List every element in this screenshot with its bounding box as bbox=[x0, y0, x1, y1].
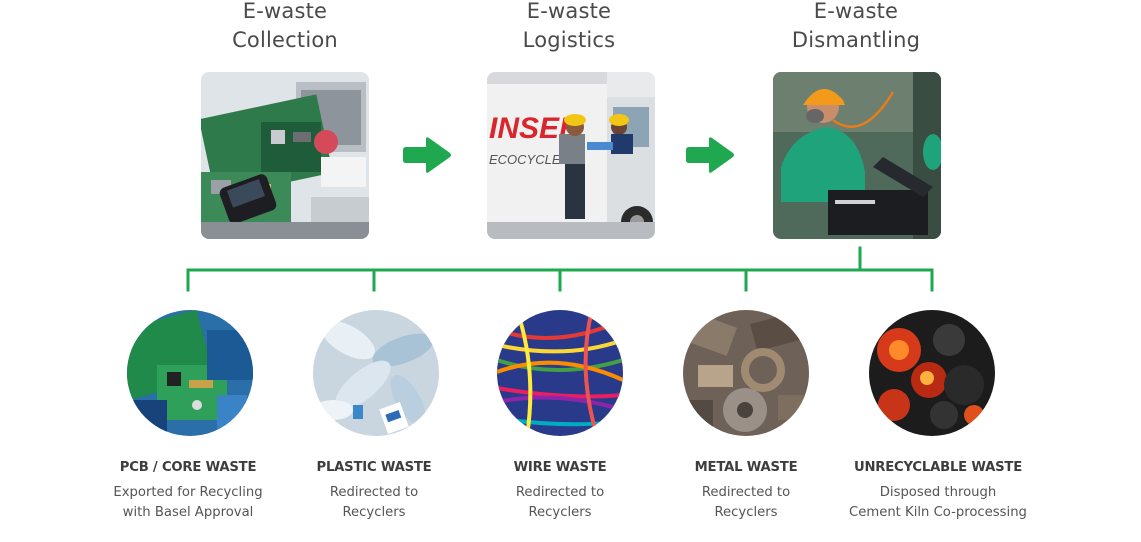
waste-desc-pcb: Exported for Recycling with Basel Approv… bbox=[113, 485, 263, 520]
scrap-metal-photo bbox=[683, 310, 809, 436]
plastic-bottles-photo bbox=[313, 310, 439, 436]
stage-title-dismantling: E-waste Dismantling bbox=[791, 0, 921, 52]
waste-title-metal: METAL WASTE bbox=[694, 460, 798, 475]
stage-title-collection: E-waste Collection bbox=[232, 0, 338, 52]
circuit-board-photo bbox=[127, 310, 253, 436]
arrow-right-icon bbox=[685, 136, 737, 174]
waste-desc-metal: Redirected to Recyclers bbox=[701, 485, 791, 520]
arrow-right-icon bbox=[402, 136, 454, 174]
waste-title-pcb: PCB / CORE WASTE bbox=[119, 460, 257, 475]
stage-title-logistics: E-waste Logistics bbox=[522, 0, 616, 52]
colored-wires-photo bbox=[497, 310, 623, 436]
worker-dismantling-photo bbox=[773, 72, 941, 239]
insee-ecocycle-truck-photo: INSEE ECOCYCLE bbox=[487, 72, 655, 239]
waste-title-unrecyclable: UNRECYCLABLE WASTE bbox=[853, 460, 1023, 475]
electronic-scrap-photo bbox=[201, 72, 369, 239]
waste-title-plastic: PLASTIC WASTE bbox=[316, 460, 432, 475]
waste-desc-unrecyclable: Disposed through Cement Kiln Co-processi… bbox=[849, 485, 1027, 520]
waste-desc-wire: Redirected to Recyclers bbox=[515, 485, 605, 520]
truck-logo-sub: ECOCYCLE bbox=[489, 152, 561, 167]
waste-title-wire: WIRE WASTE bbox=[513, 460, 607, 475]
waste-desc-plastic: Redirected to Recyclers bbox=[329, 485, 419, 520]
burning-coal-photo bbox=[869, 310, 995, 436]
